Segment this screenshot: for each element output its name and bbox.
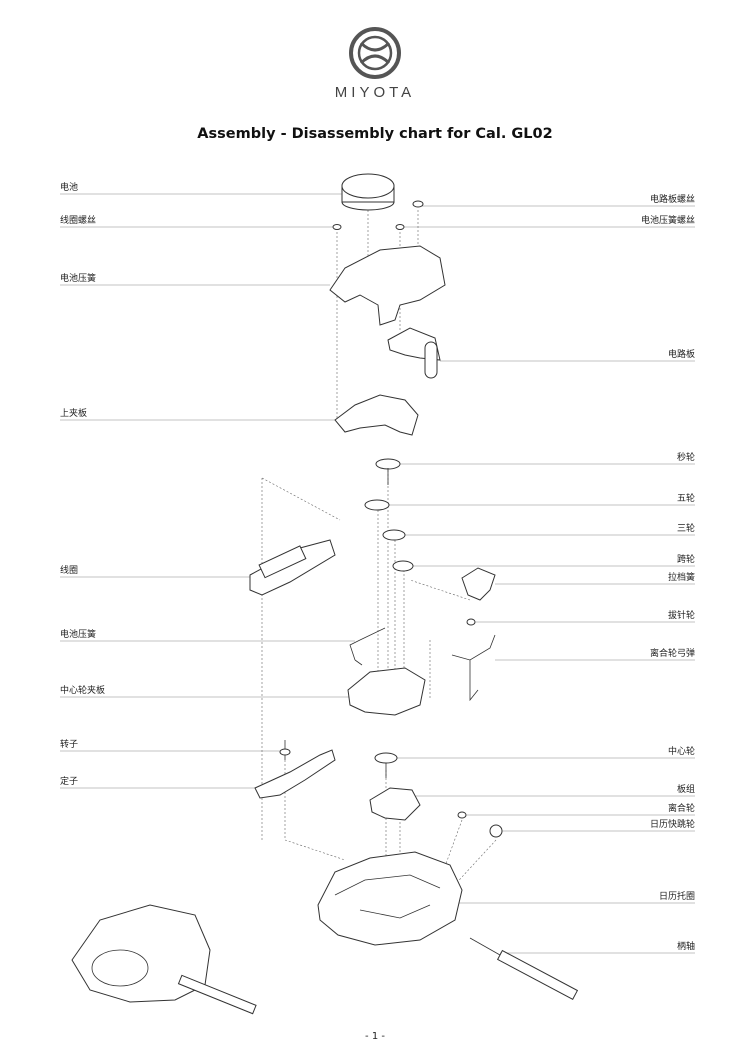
label-setting-lever-spring: 拉档簧 [667,573,695,583]
brand-name: MIYOTA [334,84,416,101]
label-battery: 电池 [60,183,79,193]
label-date-quick-wheel: 日历快跳轮 [649,820,695,830]
wheel-stack [364,458,414,572]
main-plate-part [317,851,463,946]
label-coil: 线圈 [60,566,79,576]
screws [332,200,424,230]
label-fifth-wheel: 五轮 [676,494,695,504]
setting-wheel-part [466,618,476,626]
label-circuit-board: 电路板 [667,350,695,360]
label-coil-screw: 线圈螺丝 [60,216,97,226]
page-title: Assembly - Disassembly chart for Cal. GL… [197,126,553,142]
label-battery-spring-mid: 电池压簧 [60,630,97,640]
center-wheel-bridge-part [347,667,426,716]
label-setting-wheel: 拔针轮 [667,611,695,621]
center-wheel-part [374,752,398,778]
label-plate-group: 板组 [676,785,695,795]
circuit-cylinder [424,341,438,379]
label-center-wheel: 中心轮 [667,747,695,757]
right-leader-lines [375,205,695,954]
label-battery-spring-screw: 电池压簧螺丝 [640,216,695,226]
miyota-logo [349,27,401,79]
plate-group-part [369,787,421,821]
label-stem: 柄轴 [676,942,695,952]
label-date-ring: 日历托圈 [658,892,695,902]
stem-part [469,937,579,1000]
clutch-wheel-part [457,811,467,819]
battery-spring-top-part [329,245,446,326]
rotor-part [279,740,291,760]
label-center-wheel-bridge: 中心轮夹板 [60,686,106,696]
label-third-wheel: 三轮 [676,524,695,534]
label-upper-plate: 上夹板 [60,409,88,419]
label-second-wheel: 秒轮 [676,453,695,463]
stator-part [254,749,336,799]
setting-lever-spring-part [461,567,496,601]
upper-plate-part [334,394,419,436]
label-jump-wheel: 跨轮 [676,555,695,565]
page-number: - 1 - [365,1031,385,1042]
battery-part [341,173,395,211]
left-leader-lines [60,193,355,789]
label-circuit-screw: 电路板螺丝 [649,195,695,205]
battery-spring-mid-part [349,627,386,666]
label-battery-spring-top: 电池压簧 [60,274,97,284]
coil-part [249,539,336,596]
clutch-lever-spring-part [451,634,496,702]
label-clutch-lever-spring: 离合轮弓弹 [649,649,695,659]
date-quick-wheel-part [489,824,503,838]
label-rotor: 转子 [60,740,79,750]
logo-emblem-icon [349,27,401,79]
assembled-movement [71,904,257,1015]
label-clutch-wheel: 离合轮 [667,804,695,814]
label-stator: 定子 [60,777,79,787]
